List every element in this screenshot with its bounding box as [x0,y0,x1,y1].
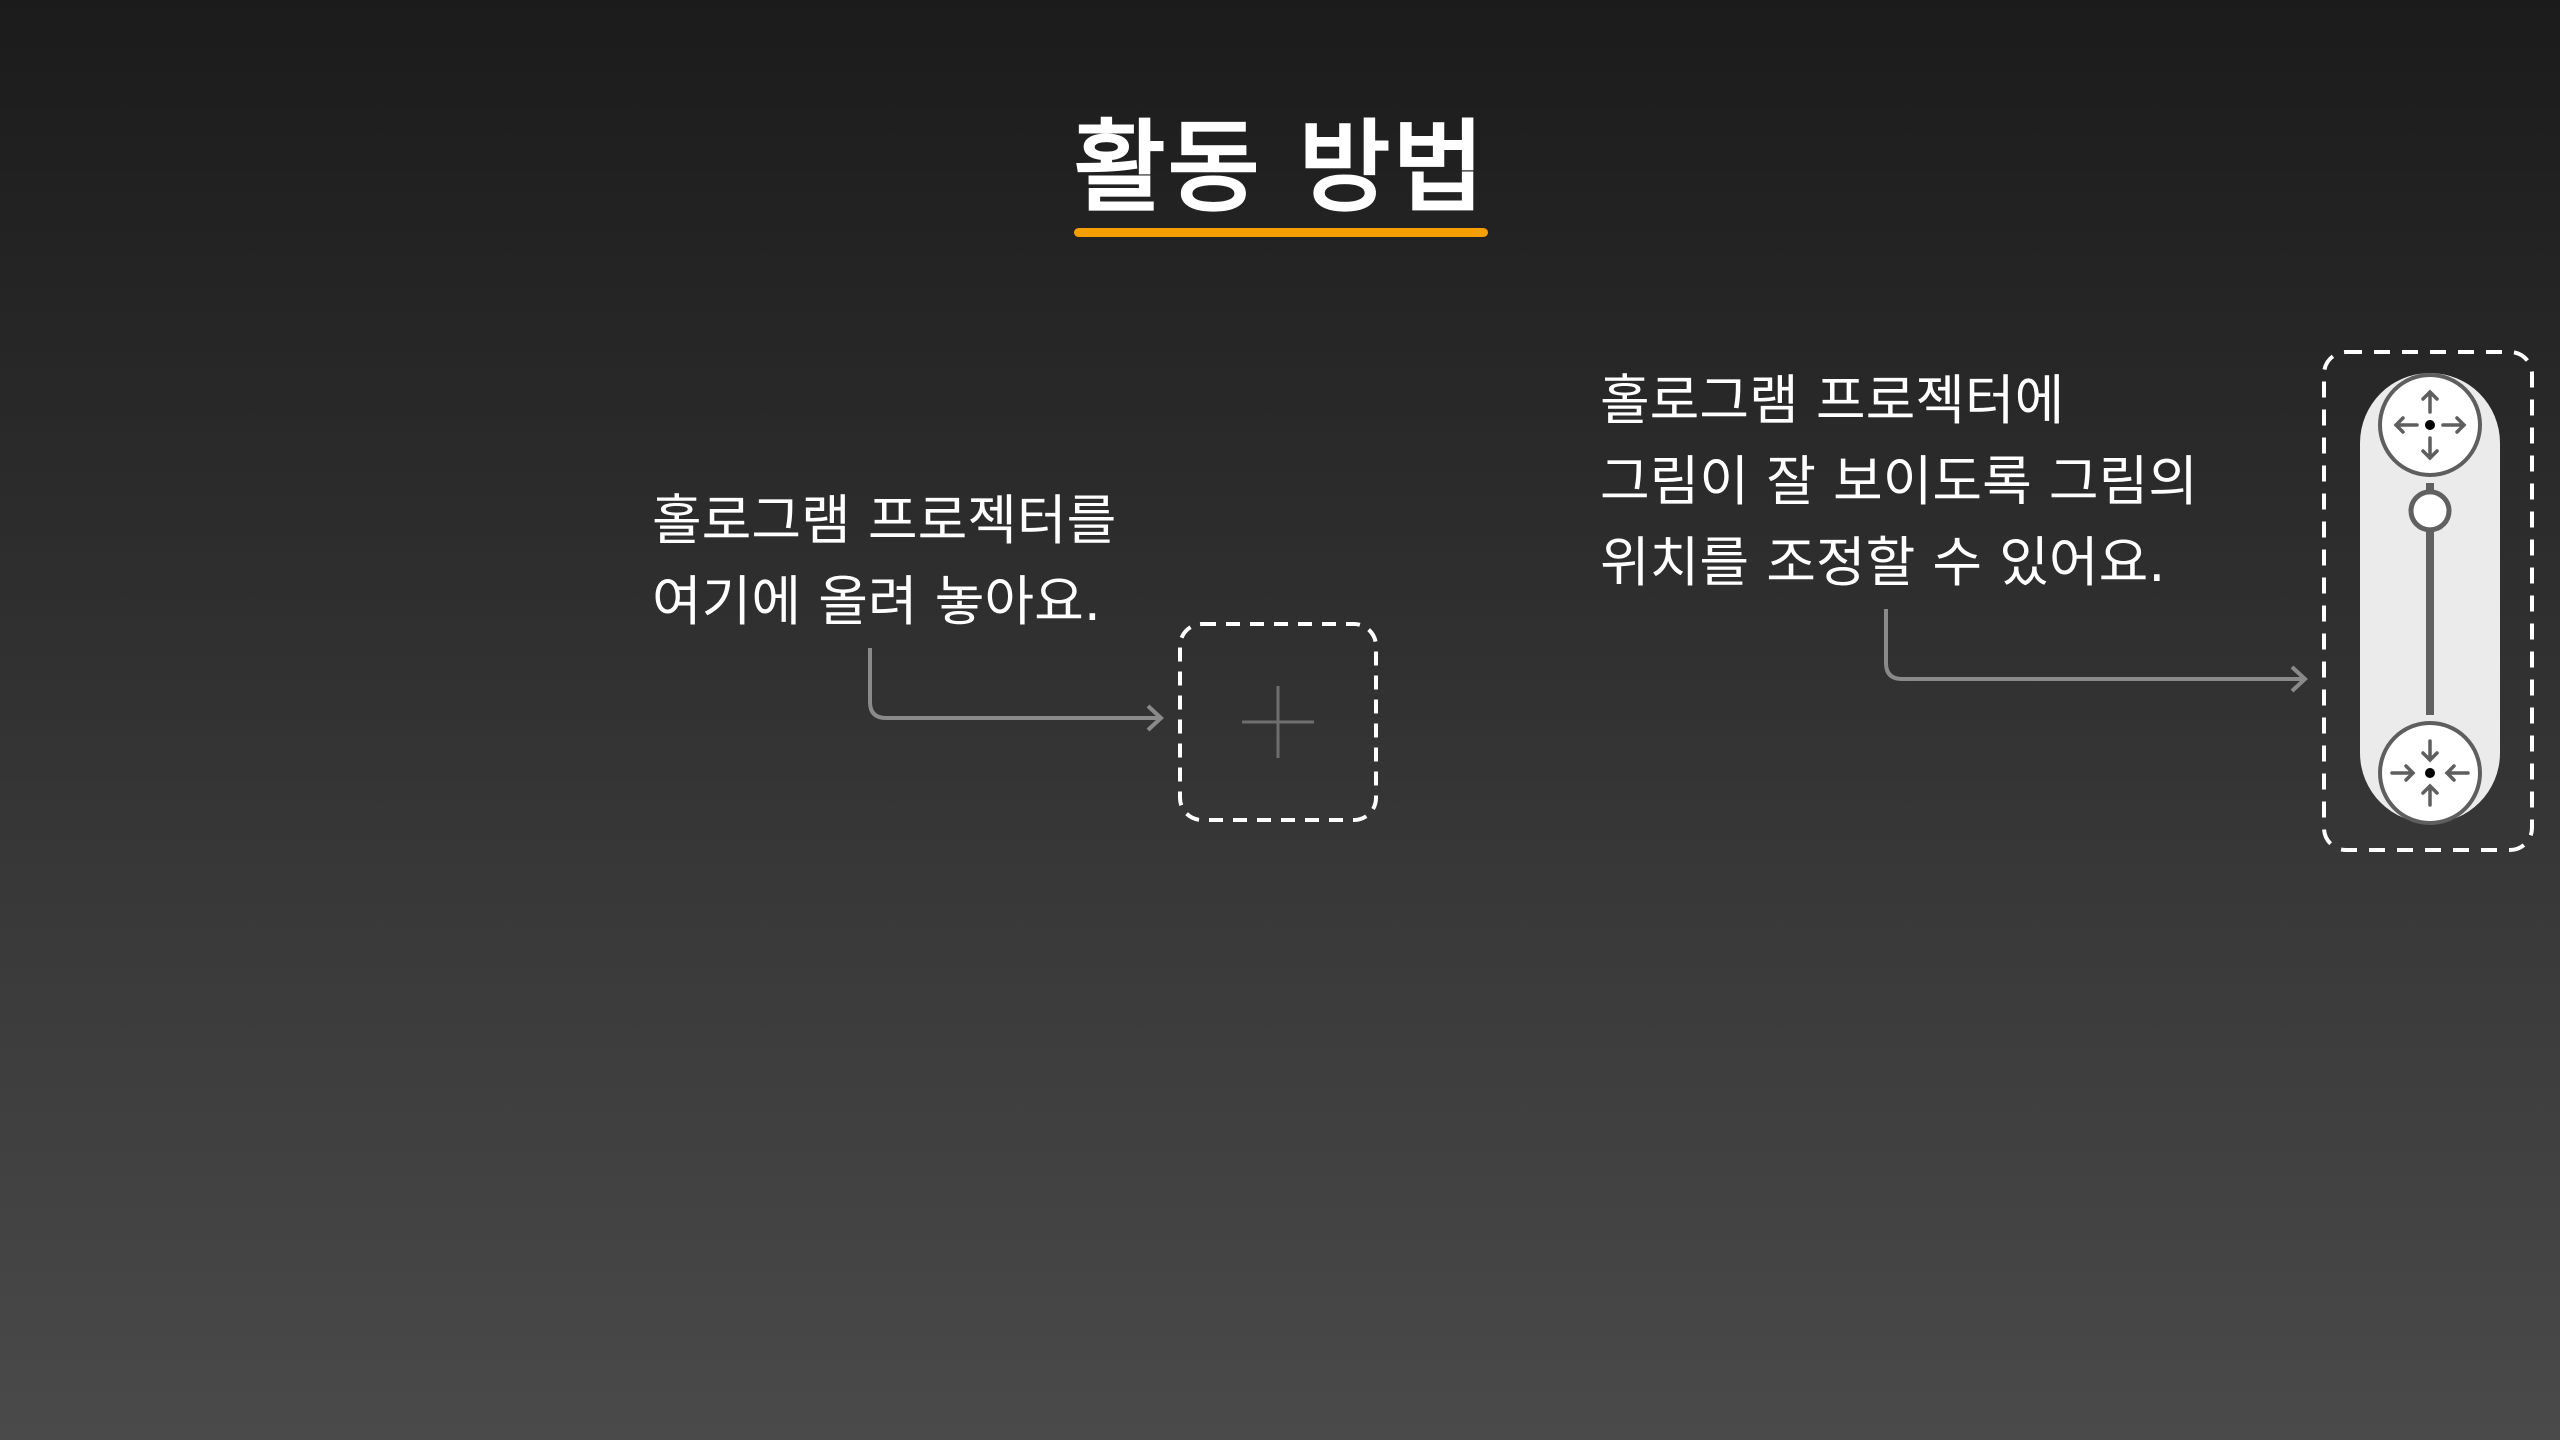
projector-drop-target[interactable] [1178,622,1378,822]
slider-knob[interactable] [2408,489,2452,533]
step2-line: 홀로그램 프로젝터에 [1600,369,2065,432]
expand-move-icon [2393,389,2467,461]
expand-button[interactable] [2378,373,2482,477]
page-title: 활동 방법 [1073,109,1487,226]
contract-move-icon [2390,739,2470,807]
step2-description: 홀로그램 프로젝터에 그림이 잘 보이도록 그림의 위치를 조정할 수 있어요. [1600,360,2198,603]
plus-icon [1242,686,1314,758]
step1-line: 여기에 올려 놓아요. [652,570,1101,633]
step1-arrow [868,648,1164,732]
title-underline [1074,228,1488,237]
step2-line: 위치를 조정할 수 있어요. [1600,531,2166,594]
step1-line: 홀로그램 프로젝터를 [652,489,1117,552]
step2-line: 그림이 잘 보이도록 그림의 [1600,450,2198,513]
step2-arrow [1884,609,2308,693]
size-slider[interactable] [2408,483,2452,715]
contract-button[interactable] [2378,721,2482,825]
step1-description: 홀로그램 프로젝터를 여기에 올려 놓아요. [652,480,1116,642]
